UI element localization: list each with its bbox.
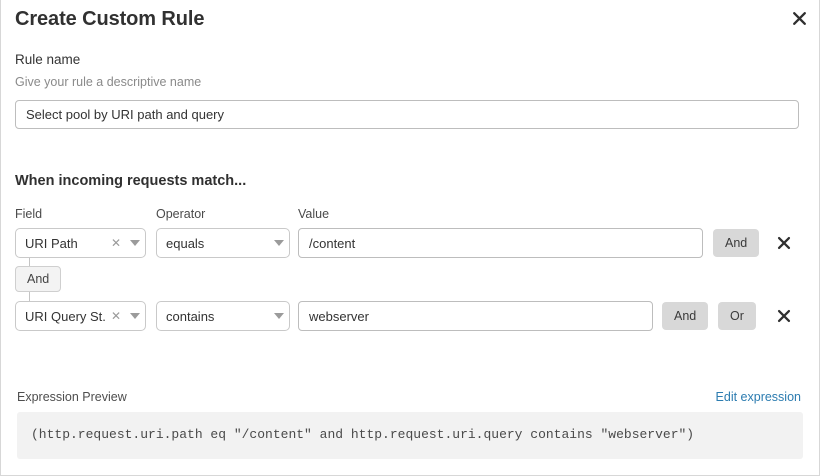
field-select-2[interactable]: URI Query St... ✕	[15, 301, 146, 331]
column-header-value: Value	[298, 207, 330, 221]
operator-select-1[interactable]: equals	[156, 228, 290, 258]
condition-row: URI Path ✕ equals And	[1, 228, 819, 258]
operator-select-2-value: contains	[166, 308, 215, 324]
chevron-down-icon[interactable]	[269, 240, 289, 246]
connector-line-bottom	[29, 292, 30, 301]
add-and-button-1[interactable]: And	[713, 229, 760, 257]
add-or-button-2[interactable]: Or	[718, 302, 756, 330]
condition-row: URI Query St... ✕ contains And Or	[1, 301, 819, 331]
clear-x-icon[interactable]: ✕	[110, 309, 121, 323]
chevron-down-icon[interactable]	[269, 313, 289, 319]
clear-x-icon[interactable]: ✕	[110, 236, 121, 250]
add-and-button-2[interactable]: And	[662, 302, 709, 330]
edit-expression-link[interactable]: Edit expression	[715, 390, 801, 404]
connector-line-top	[29, 258, 30, 267]
value-input-1[interactable]	[298, 228, 703, 258]
chevron-down-icon[interactable]	[125, 240, 145, 246]
expression-preview-box: (http.request.uri.path eq "/content" and…	[17, 412, 803, 459]
field-select-1-value: URI Path	[25, 235, 78, 251]
expression-preview-text: (http.request.uri.path eq "/content" and…	[31, 427, 695, 442]
conditions-heading: When incoming requests match...	[15, 173, 247, 189]
field-select-2-value: URI Query St...	[25, 308, 107, 324]
page-title: Create Custom Rule	[15, 8, 205, 30]
chevron-down-icon[interactable]	[125, 313, 145, 319]
rule-name-label: Rule name	[15, 52, 81, 67]
field-select-1[interactable]: URI Path ✕	[15, 228, 146, 258]
connector-and-badge[interactable]: And	[15, 266, 62, 292]
rule-name-hint: Give your rule a descriptive name	[15, 75, 202, 89]
operator-select-2[interactable]: contains	[156, 301, 290, 331]
operator-select-1-value: equals	[166, 235, 205, 251]
column-header-field: Field	[15, 207, 43, 221]
delete-row-2-icon[interactable]	[773, 305, 795, 327]
column-header-operator: Operator	[156, 207, 206, 221]
value-input-2[interactable]	[298, 301, 653, 331]
close-icon[interactable]	[787, 6, 811, 30]
expression-preview-label: Expression Preview	[17, 390, 127, 404]
delete-row-1-icon[interactable]	[773, 232, 795, 254]
rule-name-input[interactable]	[15, 100, 799, 129]
